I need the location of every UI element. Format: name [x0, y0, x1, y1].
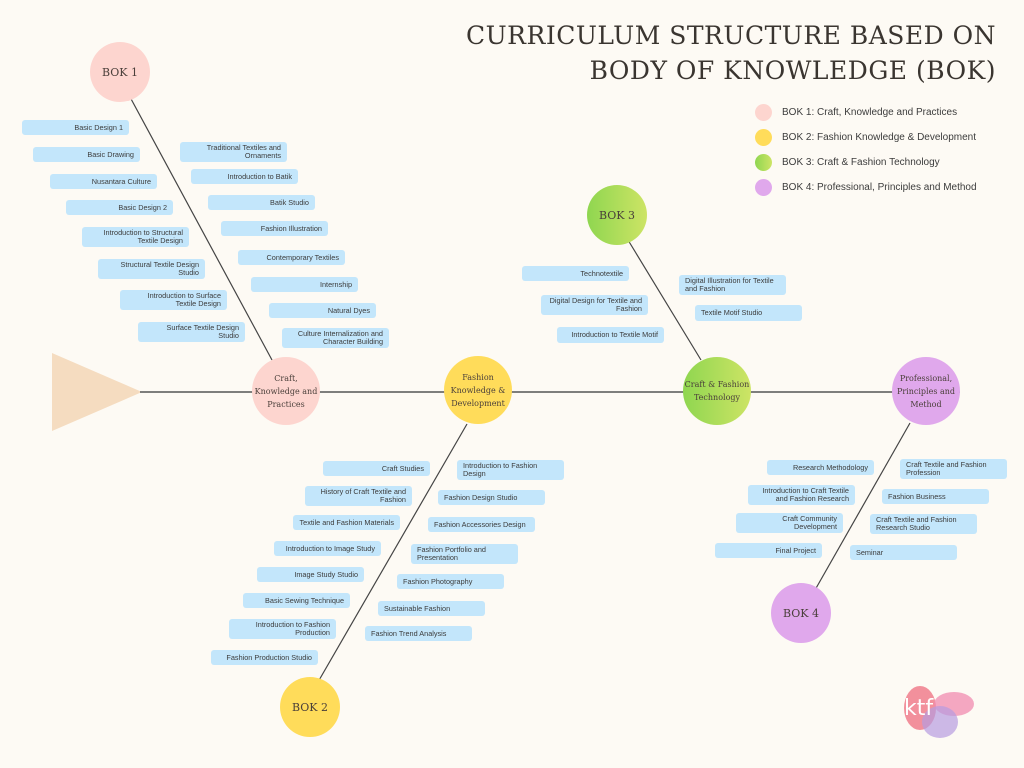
course-pill: Fashion Photography — [397, 574, 504, 589]
course-pill: Research Methodology — [767, 460, 874, 475]
legend-item-bok2: BOK 2: Fashion Knowledge & Development — [755, 125, 977, 150]
course-pill: Digital Design for Textile and Fashion — [541, 295, 648, 315]
course-pill: Fashion Production Studio — [211, 650, 318, 665]
course-pill: Introduction to Surface Textile Design — [120, 290, 227, 310]
course-pill: Culture Internalization and Character Bu… — [282, 328, 389, 348]
node-professional: Professional, Principles and Method — [892, 357, 960, 425]
page-title: CURRICULUM STRUCTURE BASED ON BODY OF KN… — [466, 18, 996, 88]
legend-label: BOK 2: Fashion Knowledge & Development — [782, 132, 976, 143]
legend-label: BOK 4: Professional, Principles and Meth… — [782, 182, 977, 193]
course-pill: Sustainable Fashion — [378, 601, 485, 616]
course-pill: Introduction to Structural Textile Desig… — [82, 227, 189, 247]
course-pill: Basic Design 1 — [22, 120, 129, 135]
legend-dot — [755, 179, 772, 196]
course-pill: Introduction to Craft Textile and Fashio… — [748, 485, 855, 505]
course-pill: Surface Textile Design Studio — [138, 322, 245, 342]
bone-bok2 — [317, 423, 468, 683]
course-pill: Introduction to Fashion Production — [229, 619, 336, 639]
course-pill: Basic Sewing Technique — [243, 593, 350, 608]
node-fashion-knowledge: Fashion Knowledge & Development — [444, 356, 512, 424]
course-pill: Contemporary Textiles — [238, 250, 345, 265]
course-pill: Final Project — [715, 543, 822, 558]
legend-label: BOK 3: Craft & Fashion Technology — [782, 157, 940, 168]
title-line-1: CURRICULUM STRUCTURE BASED ON — [465, 21, 996, 50]
course-pill: Fashion Trend Analysis — [365, 626, 472, 641]
course-pill: Digital Illustration for Textile and Fas… — [679, 275, 786, 295]
node-craft-fashion-tech: Craft & Fashion Technology — [683, 357, 751, 425]
course-pill: Fashion Portfolio and Presentation — [411, 544, 518, 564]
course-pill: Fashion Design Studio — [438, 490, 545, 505]
legend-item-bok1: BOK 1: Craft, Knowledge and Practices — [755, 100, 977, 125]
legend: BOK 1: Craft, Knowledge and Practices BO… — [755, 100, 977, 200]
course-pill: Introduction to Fashion Design — [457, 460, 564, 480]
course-pill: Internship — [251, 277, 358, 292]
node-craft-knowledge: Craft, Knowledge and Practices — [252, 357, 320, 425]
bone-bok4 — [814, 422, 911, 591]
course-pill: Fashion Business — [882, 489, 989, 504]
course-pill: Craft Studies — [323, 461, 430, 476]
bone-bok1 — [129, 96, 273, 361]
course-pill: Basic Drawing — [33, 147, 140, 162]
course-pill: Traditional Textiles and Ornaments — [180, 142, 287, 162]
legend-item-bok3: BOK 3: Craft & Fashion Technology — [755, 150, 977, 175]
course-pill: Fashion Illustration — [221, 221, 328, 236]
course-pill: Textile and Fashion Materials — [293, 515, 400, 530]
legend-item-bok4: BOK 4: Professional, Principles and Meth… — [755, 175, 977, 200]
title-line-2: BODY OF KNOWLEDGE (BOK) — [589, 56, 996, 85]
course-pill: Image Study Studio — [257, 567, 364, 582]
bok4-node: BOK 4 — [771, 583, 831, 643]
course-pill: Batik Studio — [208, 195, 315, 210]
course-pill: Introduction to Batik — [191, 169, 298, 184]
course-pill: Technotextile — [522, 266, 629, 281]
course-pill: History of Craft Textile and Fashion — [305, 486, 412, 506]
logo-blobs-icon — [904, 686, 974, 738]
course-pill: Craft Community Development — [736, 513, 843, 533]
legend-dot — [755, 104, 772, 121]
bok1-node: BOK 1 — [90, 42, 150, 102]
course-pill: Introduction to Textile Motif — [557, 327, 664, 343]
course-pill: Structural Textile Design Studio — [98, 259, 205, 279]
course-pill: Textile Motif Studio — [695, 305, 802, 321]
course-pill: Natural Dyes — [269, 303, 376, 318]
course-pill: Introduction to Image Study — [274, 541, 381, 556]
legend-label: BOK 1: Craft, Knowledge and Practices — [782, 107, 958, 118]
course-pill: Seminar — [850, 545, 957, 560]
course-pill: Fashion Accessories Design — [428, 517, 535, 532]
bok3-node: BOK 3 — [587, 185, 647, 245]
course-pill: Craft Textile and Fashion Research Studi… — [870, 514, 977, 534]
course-pill: Basic Design 2 — [66, 200, 173, 215]
legend-dot — [755, 129, 772, 146]
fish-head-triangle — [52, 353, 142, 431]
course-pill: Craft Textile and Fashion Profession — [900, 459, 1007, 479]
logo-text: ktf — [904, 696, 934, 721]
course-pill: Nusantara Culture — [50, 174, 157, 189]
ktf-logo: ktf — [898, 682, 978, 742]
legend-dot — [755, 154, 772, 171]
bone-bok3 — [627, 239, 702, 361]
bok2-node: BOK 2 — [280, 677, 340, 737]
